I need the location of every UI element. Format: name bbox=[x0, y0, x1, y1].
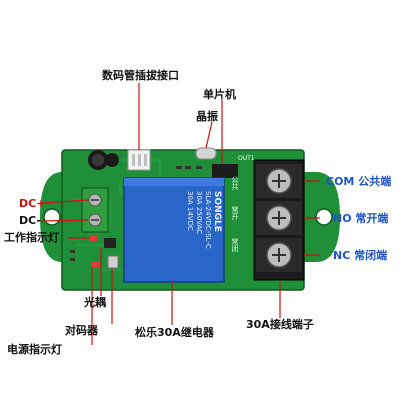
relay-body bbox=[123, 177, 225, 283]
relay-marking: SONGLE SLA-24VDC-SL-C 30A 250VAC 30A 14V… bbox=[135, 191, 222, 271]
label-com: COM 公共端 bbox=[326, 175, 392, 188]
label-power-indicator: 电源指示灯 bbox=[7, 343, 62, 356]
label-mcu: 单片机 bbox=[203, 88, 236, 101]
relay-brand: SONGLE bbox=[212, 191, 222, 232]
label-terminal: 30A接线端子 bbox=[246, 318, 314, 331]
capacitor bbox=[88, 150, 119, 170]
label-optocoupler: 光耦 bbox=[84, 296, 106, 309]
smd-components bbox=[70, 166, 202, 261]
pcb-nc-marking: 常闭 bbox=[231, 238, 239, 252]
power-indicator-led bbox=[92, 262, 99, 267]
mcu-chip bbox=[212, 164, 238, 178]
label-nc: NC 常闭端 bbox=[333, 249, 388, 262]
power-terminal bbox=[81, 187, 109, 233]
label-dc-minus: DC- bbox=[19, 214, 42, 227]
label-no: NO 常开端 bbox=[333, 212, 389, 225]
label-relay: 松乐30A继电器 bbox=[135, 326, 214, 339]
pairing-button bbox=[107, 255, 119, 269]
relay-spec-2: 30A 14VDC bbox=[186, 191, 194, 231]
pcb-out-marking: OUT1 bbox=[238, 155, 255, 162]
screw-terminal-block bbox=[253, 159, 305, 281]
relay-model: SLA-24VDC-SL-C bbox=[204, 191, 212, 249]
crystal-oscillator bbox=[195, 147, 217, 160]
label-work-indicator: 工作指示灯 bbox=[4, 231, 59, 244]
work-indicator-led bbox=[90, 236, 97, 241]
pcb-com-marking: 公共 bbox=[231, 176, 239, 190]
label-crystal: 晶振 bbox=[196, 110, 218, 123]
optocoupler-chip bbox=[104, 238, 116, 248]
callout-lines bbox=[41, 83, 320, 345]
mounting-tab-right bbox=[300, 172, 340, 262]
label-dc-plus: DC+ bbox=[19, 197, 46, 210]
pcb-no-marking: 常开 bbox=[231, 206, 239, 220]
relay-spec-1: 30A 250VAC bbox=[195, 191, 203, 235]
label-display-port: 数码管插拔接口 bbox=[102, 69, 179, 82]
label-pairing: 对码器 bbox=[65, 324, 98, 337]
mounting-tab-left bbox=[40, 172, 62, 262]
